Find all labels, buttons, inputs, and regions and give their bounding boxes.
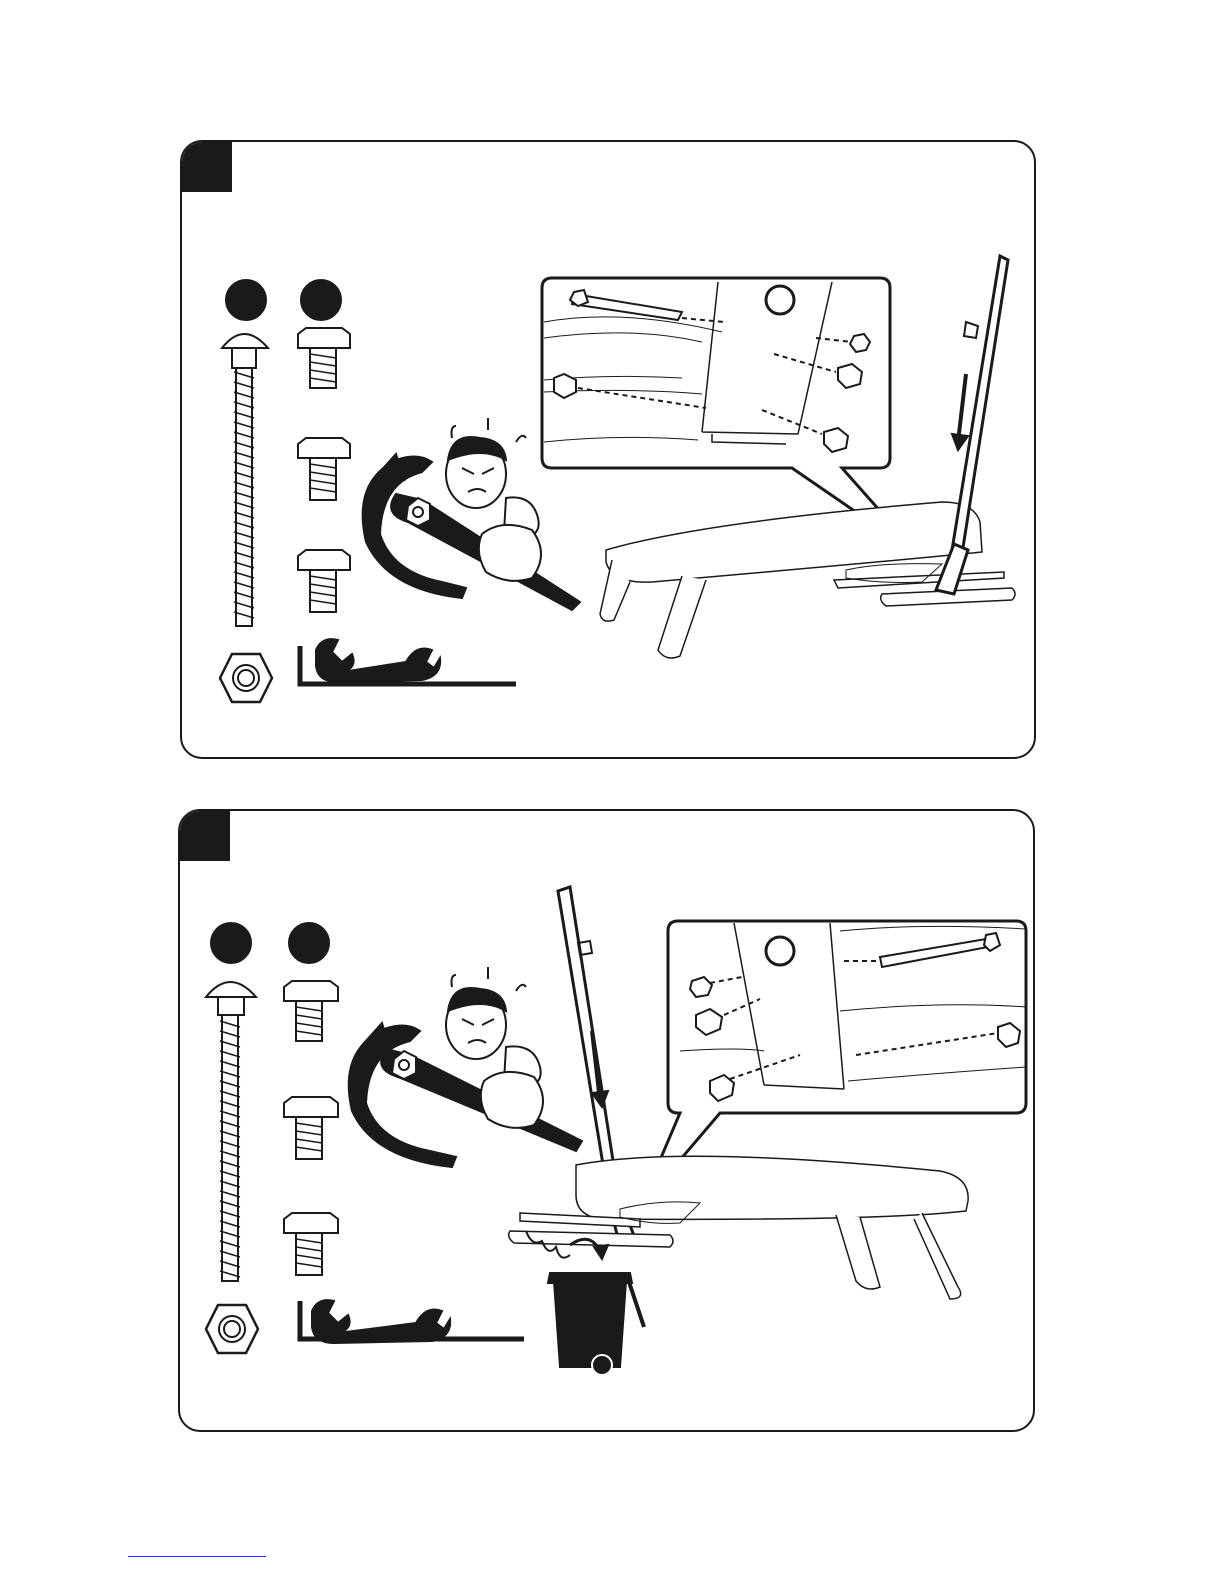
part-marker-b [301, 280, 341, 320]
part-marker-a [226, 280, 266, 320]
step-panel-1 [180, 140, 1036, 759]
footer-link-rule [128, 1556, 266, 1557]
wrench-icon [316, 639, 440, 682]
round-head-bolt-icon [222, 334, 268, 626]
step-1-illustration [182, 142, 1034, 757]
hex-bolt-icon [284, 1213, 338, 1275]
hex-bolt-icon [298, 438, 350, 500]
step-panel-2 [178, 809, 1035, 1432]
round-head-bolt-icon [206, 982, 256, 1281]
tightening-figure-icon [349, 967, 582, 1167]
hex-nut-icon [206, 1305, 258, 1353]
step-2-illustration [180, 811, 1033, 1430]
hex-bolt-icon [298, 550, 350, 612]
hex-bolt-icon [284, 1097, 338, 1159]
part-marker-a [211, 923, 251, 963]
part-marker-b [289, 923, 329, 963]
hex-bolt-icon [284, 981, 338, 1041]
hex-bolt-icon [298, 328, 350, 388]
recycle-bin-icon [526, 1231, 644, 1375]
hex-nut-icon [220, 654, 272, 702]
